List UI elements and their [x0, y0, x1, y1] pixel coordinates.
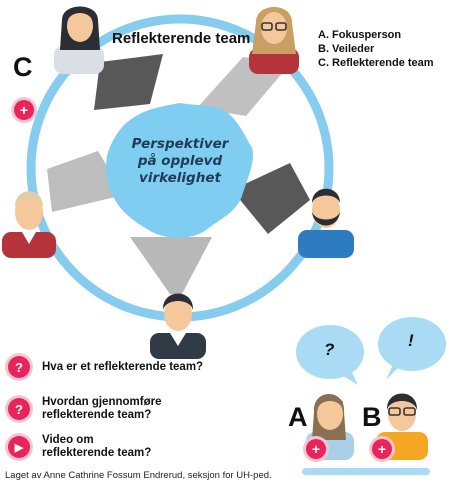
speech-bubble-a — [296, 325, 364, 385]
beam-left — [47, 151, 124, 212]
team-member-bottom — [150, 293, 206, 359]
center-line-3: virkelighet — [139, 170, 221, 186]
link-how-to-run-team[interactable]: ? Hvordan gjennomføre reflekterende team… — [8, 396, 161, 422]
team-member-right — [298, 188, 354, 258]
center-line-1: Perspektiver — [131, 136, 229, 152]
letter-b: B — [362, 402, 382, 432]
beam-top-left — [94, 54, 163, 110]
team-title: Reflekterende team — [112, 30, 251, 47]
center-caption: Perspektiver på opplevd virkelighet — [115, 136, 245, 187]
perspective-star — [106, 103, 253, 238]
supervisor-plus-button[interactable]: + — [372, 439, 392, 459]
link-video[interactable]: ▶ Video om reflekterende team? — [8, 434, 151, 460]
link-label-line-1[interactable]: Video om — [42, 434, 94, 446]
focus-person-plus-button[interactable]: + — [306, 439, 326, 459]
legend-item-c: C. Reflekterende team — [318, 57, 434, 69]
base-bar — [302, 468, 430, 475]
play-icon[interactable]: ▶ — [8, 436, 30, 458]
legend-item-a: A. Fokusperson — [318, 29, 402, 41]
link-label[interactable]: Hva er et reflekterende team? — [42, 360, 204, 373]
center-line-2: på opplevd — [137, 153, 223, 169]
legend: A. Fokusperson B. Veileder C. Reflektere… — [318, 28, 434, 70]
question-icon[interactable]: ? — [8, 356, 30, 378]
link-label-line-2[interactable]: reflekterende team? — [42, 409, 152, 421]
bubble-b-exclamation: ! — [408, 331, 414, 350]
letter-a: A — [288, 402, 308, 432]
team-member-top-right — [249, 7, 299, 74]
team-plus-button[interactable]: + — [14, 100, 34, 120]
letter-c: C — [13, 52, 33, 82]
team-member-top-left — [54, 6, 104, 74]
team-member-left — [2, 191, 56, 258]
beam-bottom — [130, 237, 212, 294]
speech-bubble-b — [378, 317, 446, 380]
link-what-is-team[interactable]: ? Hva er et reflekterende team? — [8, 356, 203, 378]
bubble-a-question-mark: ? — [324, 340, 335, 359]
legend-item-b: B. Veileder — [318, 43, 375, 55]
credit-footer: Laget av Anne Cathrine Fossum Endrerud, … — [5, 470, 272, 481]
beam-right — [232, 163, 310, 234]
link-label-line-1[interactable]: Hvordan gjennomføre — [42, 396, 162, 408]
question-icon[interactable]: ? — [8, 398, 30, 420]
link-label-line-2[interactable]: reflekterende team? — [42, 447, 152, 459]
